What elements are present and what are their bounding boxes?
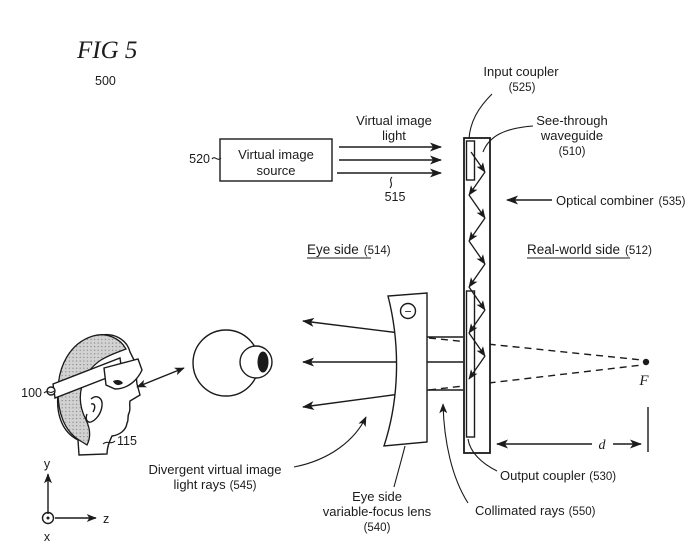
focal-point-dot bbox=[642, 358, 650, 366]
zigzag-arrow bbox=[468, 286, 486, 311]
virtual-image-source-label-line1: Virtual image bbox=[238, 147, 314, 162]
zigzag-arrow bbox=[468, 309, 486, 334]
figure-title: FIG 5 bbox=[76, 37, 137, 64]
zigzag-arrow bbox=[468, 240, 486, 265]
optical-combiner-ref: (535) bbox=[659, 196, 686, 208]
zigzag-arrow bbox=[468, 171, 486, 196]
ref-520-leader bbox=[211, 157, 222, 160]
input-coupler-callout: Input coupler (525) bbox=[468, 64, 559, 140]
dashed-ray-lower bbox=[428, 364, 643, 391]
zigzag-arrow bbox=[468, 332, 486, 357]
real-world-side-ref: (512) bbox=[625, 245, 652, 257]
zigzag-arrow bbox=[470, 151, 486, 173]
ref-520: 520 bbox=[189, 152, 210, 166]
optical-combiner-label: Optical combiner(535) bbox=[556, 193, 686, 208]
collimated-rays-ref: (550) bbox=[569, 506, 596, 518]
waveguide-label-line2: waveguide bbox=[540, 128, 603, 143]
output-coupler-callout: Output coupler(530) bbox=[467, 438, 616, 483]
divergent-rays-label-line2: light rays(545) bbox=[174, 477, 257, 492]
virtual-image-source: Virtual image source 520 bbox=[189, 138, 333, 182]
ear bbox=[85, 396, 103, 423]
ref-515: 515 bbox=[385, 190, 406, 204]
headset-band-knob bbox=[46, 386, 56, 396]
input-coupler-label: Input coupler bbox=[483, 64, 559, 79]
virtual-image-light-label-line1: Virtual image bbox=[356, 113, 432, 128]
hair bbox=[57, 334, 127, 446]
variable-focus-lens: − bbox=[383, 292, 428, 447]
divergent-rays-callout: Divergent virtual image light rays(545) bbox=[149, 416, 367, 492]
see-through-waveguide bbox=[463, 137, 491, 454]
divergent-rays-label-line1: Divergent virtual image bbox=[149, 462, 282, 477]
virtual-image-source-box bbox=[219, 138, 333, 182]
virtual-image-light-label-line2: light bbox=[382, 128, 406, 143]
divergent-ray-arrow bbox=[302, 393, 401, 410]
virtual-focus-dashed-rays: F bbox=[428, 337, 650, 391]
zigzag-arrow bbox=[468, 217, 486, 242]
eye-side-heading: Eye side(514) bbox=[307, 242, 391, 257]
ref-515-leader bbox=[389, 176, 393, 189]
x-axis-label: x bbox=[44, 530, 51, 544]
input-coupler-element bbox=[465, 140, 476, 181]
collimated-rays-callout: Collimated rays(550) bbox=[439, 403, 596, 518]
lens-label-line2: variable-focus lens bbox=[323, 504, 432, 519]
output-coupler-leader bbox=[467, 438, 498, 472]
ref-100: 100 bbox=[21, 386, 42, 400]
lens-label-line1: Eye side bbox=[352, 489, 402, 504]
focal-point-label: F bbox=[638, 373, 649, 389]
pupil bbox=[257, 351, 269, 373]
lens-leader bbox=[393, 445, 406, 488]
collimated-rays-label: Collimated rays(550) bbox=[475, 503, 596, 518]
input-coupler-leader bbox=[468, 93, 493, 140]
waveguide-body bbox=[463, 137, 491, 454]
visor-eye-mark bbox=[113, 379, 123, 386]
coordinate-axes: y z x bbox=[41, 457, 109, 544]
distance-label: d bbox=[599, 438, 607, 453]
ref-115: 115 bbox=[117, 434, 137, 448]
divergent-ray-arrow bbox=[302, 317, 401, 334]
y-axis-label: y bbox=[44, 457, 51, 471]
lens-body bbox=[383, 292, 428, 447]
user-head-with-headset: 100 115 bbox=[21, 334, 185, 456]
divergent-rays-ref: (545) bbox=[230, 480, 257, 492]
output-coupler-label: Output coupler(530) bbox=[500, 468, 616, 483]
output-coupler-element bbox=[465, 290, 476, 438]
waveguide-leader bbox=[482, 125, 534, 153]
zigzag-arrow bbox=[468, 194, 486, 219]
collimated-rays bbox=[426, 336, 463, 391]
dashed-ray-upper bbox=[428, 337, 643, 361]
minus-lens-indicator-circle bbox=[399, 302, 417, 320]
lens-callout: Eye side variable-focus lens (540) bbox=[323, 445, 432, 534]
output-coupler-ref: (530) bbox=[589, 471, 616, 483]
virtual-image-source-label-line2: source bbox=[256, 163, 295, 178]
eye bbox=[192, 329, 273, 397]
side-headings: Eye side(514) Real-world side(512) bbox=[307, 242, 652, 259]
divergent-light-rays bbox=[302, 317, 402, 410]
real-world-side-heading: Real-world side(512) bbox=[527, 242, 652, 257]
collimated-rays-leader bbox=[439, 403, 469, 504]
ref-100-leader bbox=[43, 390, 55, 394]
waveguide-ref: (510) bbox=[559, 146, 586, 158]
z-axis-label: z bbox=[103, 512, 109, 526]
zigzag-arrow bbox=[468, 263, 486, 288]
distance-dimension: d bbox=[496, 407, 649, 453]
head-to-eye-arrow bbox=[136, 367, 185, 388]
figure-number: 500 bbox=[95, 74, 116, 88]
ref-115-leader bbox=[102, 440, 116, 445]
divergent-rays-leader bbox=[293, 416, 367, 468]
optical-combiner-callout: Optical combiner(535) bbox=[506, 193, 686, 208]
zigzag-arrow bbox=[468, 355, 486, 380]
x-axis-dot bbox=[46, 516, 50, 520]
x-axis-out-of-page-icon bbox=[41, 511, 55, 525]
waveguide-label-line1: See-through bbox=[536, 113, 608, 128]
waveguide-callout: See-through waveguide (510) bbox=[482, 113, 608, 158]
waveguide-internal-reflection-arrows bbox=[468, 151, 486, 380]
lens-ref: (540) bbox=[364, 522, 391, 534]
virtual-image-light-rays: Virtual image light 515 bbox=[337, 113, 442, 204]
input-coupler-ref: (525) bbox=[509, 82, 536, 94]
eye-side-ref: (514) bbox=[364, 245, 391, 257]
minus-lens-indicator-sign: − bbox=[404, 305, 411, 319]
